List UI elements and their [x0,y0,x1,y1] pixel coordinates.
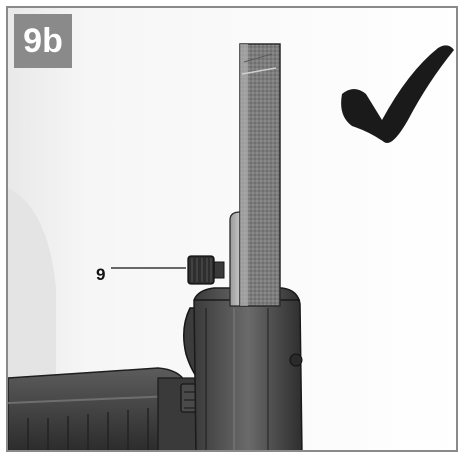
tool-grip [8,367,204,450]
callout-number: 9 [96,265,106,284]
figure-panel: 9b 9 [6,6,458,452]
checkmark-icon [341,45,454,144]
tool-housing [193,287,303,450]
figure-label: 9b [14,14,72,68]
sanding-belt [239,43,281,307]
adjustment-knob [187,255,225,285]
tool-illustration [8,8,456,450]
